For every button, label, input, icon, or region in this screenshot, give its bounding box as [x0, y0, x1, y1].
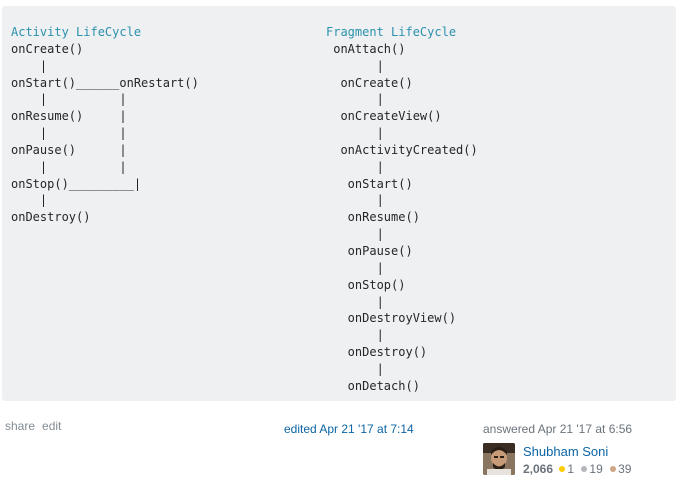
gold-badges: 1 [559, 462, 574, 476]
silver-badge-count: 19 [589, 462, 603, 476]
bronze-badge-icon [610, 466, 617, 472]
activity-lifecycle-title: Activity LifeCycle [11, 25, 142, 39]
gold-badge-icon [559, 466, 566, 472]
code-block: Activity LifeCycle onCreate() | onStart(… [2, 6, 676, 401]
user-stats: 2,066 1 19 39 [523, 462, 635, 476]
avatar[interactable] [483, 443, 515, 475]
silver-badges: 19 [581, 462, 603, 476]
answered-time: answered Apr 21 '17 at 6:56 [483, 422, 633, 436]
activity-lifecycle-code: Activity LifeCycle onCreate() | onStart(… [11, 24, 199, 226]
user-name-link[interactable]: Shubham Soni [523, 444, 609, 459]
bronze-badges: 39 [610, 462, 631, 476]
fragment-lifecycle-body: onAttach() | onCreate() | onCreateView()… [333, 41, 478, 393]
fragment-lifecycle-title: Fragment LifeCycle [326, 25, 457, 39]
share-link[interactable]: share [5, 419, 36, 433]
silver-badge-icon [581, 466, 588, 472]
edit-link[interactable]: edit [42, 419, 62, 433]
gold-badge-count: 1 [567, 462, 575, 476]
user-signature: answered Apr 21 '17 at 6:56 Shubham Soni… [483, 422, 673, 476]
edited-link[interactable]: edited Apr 21 '17 at 7:14 [284, 422, 414, 436]
reputation-score: 2,066 [523, 462, 554, 476]
post-menu: share edit [5, 419, 68, 433]
bronze-badge-count: 39 [618, 462, 632, 476]
activity-lifecycle-body: onCreate() | onStart()______onRestart() … [11, 41, 199, 225]
fragment-lifecycle-code: Fragment LifeCycle onAttach() | onCreate… [326, 24, 478, 395]
avatar-image-icon [483, 443, 515, 475]
